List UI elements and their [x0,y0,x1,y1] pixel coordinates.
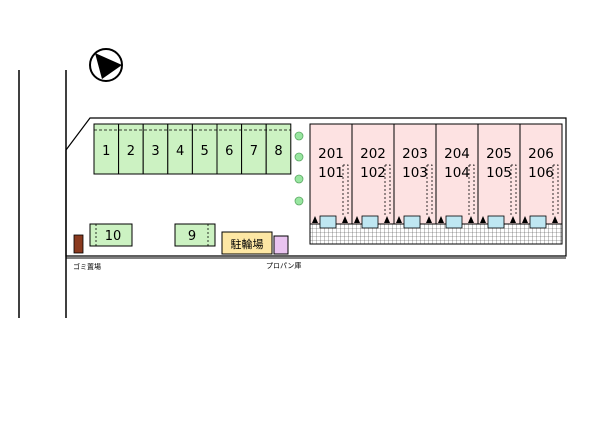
stair-outline [342,164,349,216]
stair-outline [552,164,559,216]
unit-label-upper: 202 [360,146,386,162]
unit-label-upper: 206 [528,146,554,162]
north-arrow-icon [89,48,123,82]
shrubs [294,131,304,206]
parking-space-10: 10 [89,223,133,247]
entrance-arrow-icon [468,216,474,223]
entrance-arrow-icon [522,216,528,223]
parking-label-3: 3 [151,144,159,159]
unit-label-upper: 204 [444,146,470,162]
parking-space-1 [93,123,120,175]
bicycle-parking-label: 駐輪場 [231,237,264,251]
unit-label-lower: 106 [528,165,554,181]
parking-label-2: 2 [127,144,135,159]
entrance-arrow-icon [354,216,360,223]
unit-label-lower: 103 [402,165,428,181]
entrance-arrow-icon [480,216,486,223]
entrance-arrow-icon [396,216,402,223]
unit-label-upper: 205 [486,146,512,162]
garbage-area [73,234,84,254]
entrance-arrow-icon [438,216,444,223]
corridor [309,223,563,245]
unit-label-upper: 203 [402,146,428,162]
stair-outline [384,164,391,216]
porch [403,215,421,229]
unit-label-lower: 102 [360,165,386,181]
entrance-arrow-icon [510,216,516,223]
parking-space-7 [241,123,267,175]
porch [361,215,379,229]
porch [445,215,463,229]
stair-outline [468,164,475,216]
entrance-arrow-icon [552,216,558,223]
parking-label-9: 9 [188,229,196,244]
shrub-icon [294,196,304,206]
shrub-icon [294,131,304,141]
stair-outline [426,164,433,216]
parking-label-4: 4 [176,144,184,159]
parking-space-8 [265,123,292,175]
stair-outline [510,164,517,216]
porch [319,215,337,229]
entrance-arrow-icon [342,216,348,223]
porch [487,215,505,229]
entrance-arrow-icon [312,216,318,223]
lot-boundary [65,117,567,257]
parking-label-5: 5 [201,144,209,159]
entrance-arrow-icon [384,216,390,223]
parking-label-8: 8 [274,144,282,159]
parking-label-6: 6 [225,144,233,159]
propane-storage [273,235,289,255]
bicycle-parking: 駐輪場 [221,231,273,255]
unit-label-lower: 105 [486,165,512,181]
garbage-label: ゴミ置場 [73,262,101,271]
parking-space-6 [216,123,243,175]
parking-label-7: 7 [250,144,258,159]
entrance-arrow-icon [426,216,432,223]
shrub-icon [294,174,304,184]
porch [529,215,547,229]
parking-space-2 [118,123,144,175]
unit-label-lower: 104 [444,165,470,181]
unit-porches [312,215,558,229]
parking-area-top: 1 2 3 4 5 6 7 8 [93,123,292,175]
parking-space-9: 9 [174,223,216,247]
unit-label-upper: 201 [318,146,344,162]
shrub-icon [294,152,304,162]
parking-label-10: 10 [105,229,122,244]
propane-label: プロパン庫 [266,261,301,270]
unit-label-lower: 101 [318,165,344,181]
parking-label-1: 1 [102,144,110,159]
